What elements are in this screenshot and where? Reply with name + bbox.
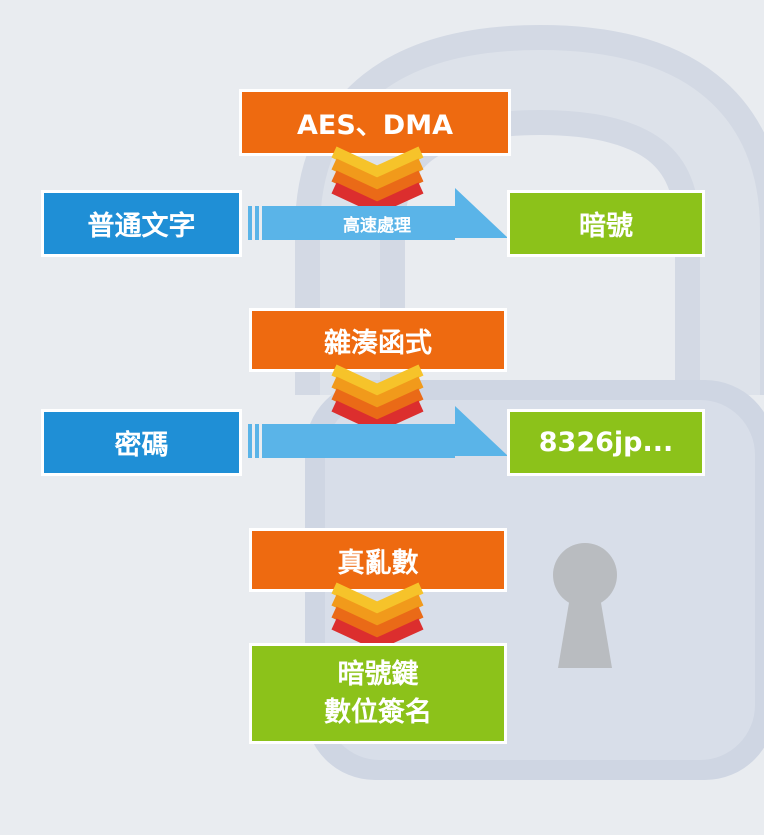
chevron-down-icon bbox=[331, 364, 424, 433]
process-arrow bbox=[248, 188, 508, 240]
random-number-box: 真亂數 bbox=[249, 528, 507, 592]
chevron-down-icon bbox=[331, 582, 424, 651]
password-box: 密碼 bbox=[41, 409, 242, 476]
encryption-method-label: AES、DMA bbox=[297, 110, 453, 141]
encryption-method-box: AES、DMA bbox=[239, 89, 511, 156]
ciphertext-box: 暗號 bbox=[507, 190, 705, 257]
key-signature-box: 暗號鍵 數位簽名 bbox=[249, 643, 507, 744]
arrow-label: 高速處理 bbox=[343, 216, 411, 236]
plain-text-label: 普通文字 bbox=[87, 211, 196, 242]
signature-label: 數位簽名 bbox=[324, 696, 432, 728]
plain-text-box: 普通文字 bbox=[41, 190, 242, 257]
hash-output-box: 8326jp... bbox=[507, 409, 705, 476]
hash-output-label: 8326jp... bbox=[538, 427, 674, 458]
process-arrow bbox=[248, 406, 508, 458]
key-label: 暗號鍵 bbox=[337, 658, 419, 690]
hash-function-box: 雜湊函式 bbox=[249, 308, 507, 372]
hash-function-label: 雜湊函式 bbox=[324, 327, 432, 359]
ciphertext-label: 暗號 bbox=[579, 211, 633, 242]
random-number-label: 真亂數 bbox=[337, 547, 419, 579]
password-label: 密碼 bbox=[114, 430, 169, 461]
